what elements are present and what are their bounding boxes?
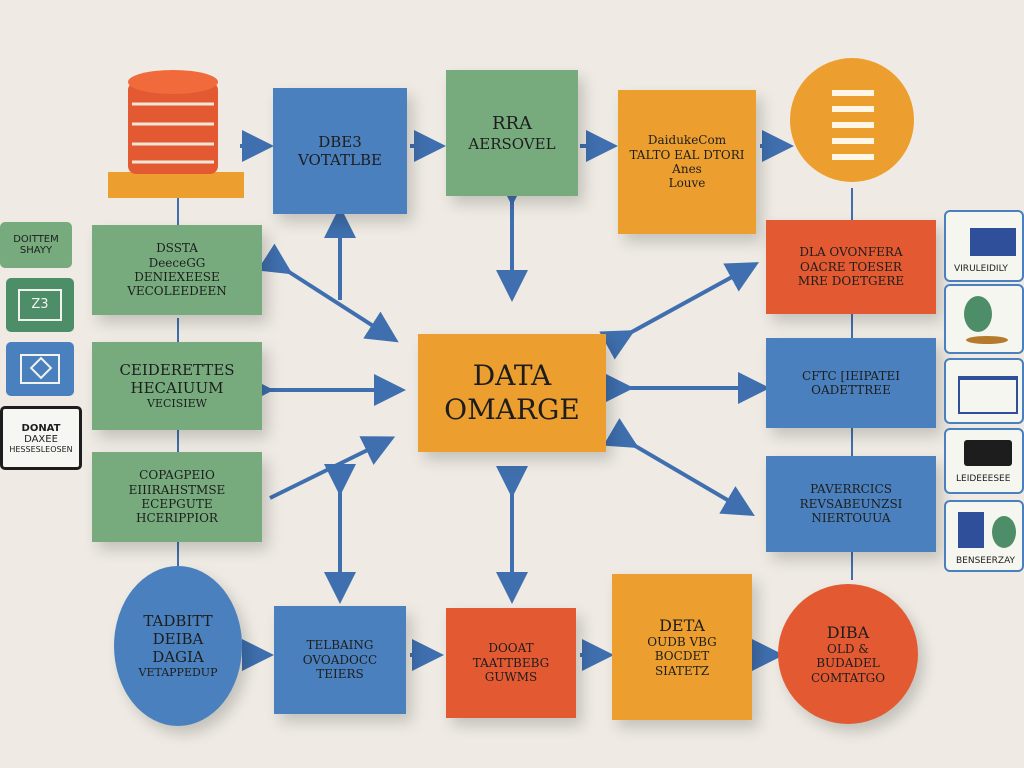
database-icon (108, 70, 244, 198)
right-node-2: CFTC [IEIPATEI OADETTREE (766, 338, 936, 428)
grid-icon (958, 376, 1018, 414)
right-panel-4: LEIDEEESEE (944, 428, 1024, 494)
bottom-node-3: DOOAT TAATTBEBG GUWMS (446, 608, 576, 718)
center-node: DATA OMARGE (418, 334, 606, 452)
arrow (603, 418, 755, 517)
right-node-3: PAVERRCICS REVSABEUNZSI NIERTOUUA (766, 456, 936, 552)
right-panel-3 (944, 358, 1024, 424)
document-icon (958, 512, 984, 548)
arrow (257, 243, 399, 343)
bottom-node-2: TELBAING OVOADOCC TEIERS (274, 606, 406, 714)
bottom-node-1: TADBITT DEIBA DAGIA VETAPPEDUP (114, 566, 242, 726)
arrow (599, 262, 760, 360)
left-node-3: COPAGPEIO EIIIRAHSTMSE ECEPGUTE HCERIPPI… (92, 452, 262, 542)
plant-icon (992, 516, 1016, 548)
left-tile-2: Z3 (6, 278, 74, 332)
right-panel-1: VIRULEIDILY (944, 210, 1024, 282)
left-tile-3 (6, 342, 74, 396)
tree-icon (964, 296, 992, 332)
top-node-1: DBE3 VOTATLBE (273, 88, 407, 214)
list-icon (790, 58, 914, 182)
display-icon (964, 440, 1012, 466)
left-tile-1: DOITTEM SHAYY (0, 222, 72, 268)
connector-arrows (177, 130, 853, 671)
right-panel-5: BENSEERZAY (944, 500, 1024, 572)
top-node-2: RRA AERSOVEL (446, 70, 578, 196)
left-node-2: CEIDERETTES HECAIUUM VECISIEW (92, 342, 262, 430)
right-node-1: DLA OVONFERA OACRE TOESER MRE DOETGERE (766, 220, 936, 314)
left-node-1: DSSTA DeeceGG DENIEXEESE VECOLEEDEEN (92, 225, 262, 315)
arrow (269, 436, 396, 500)
left-tile-4: DONAT DAXEE HESSESLEOSEN (0, 406, 82, 470)
building-icon (970, 228, 1016, 256)
right-panel-2 (944, 284, 1024, 354)
bottom-node-5: DIBA OLD & BUDADEL COMTATGO (778, 584, 918, 724)
bottom-node-4: DETA OUDB VBG BOCDET SIATETZ (612, 574, 752, 720)
diamond-icon (20, 354, 60, 384)
top-node-3: DaidukeCom TALTO EAL DTORI Anes Louve (618, 90, 756, 234)
